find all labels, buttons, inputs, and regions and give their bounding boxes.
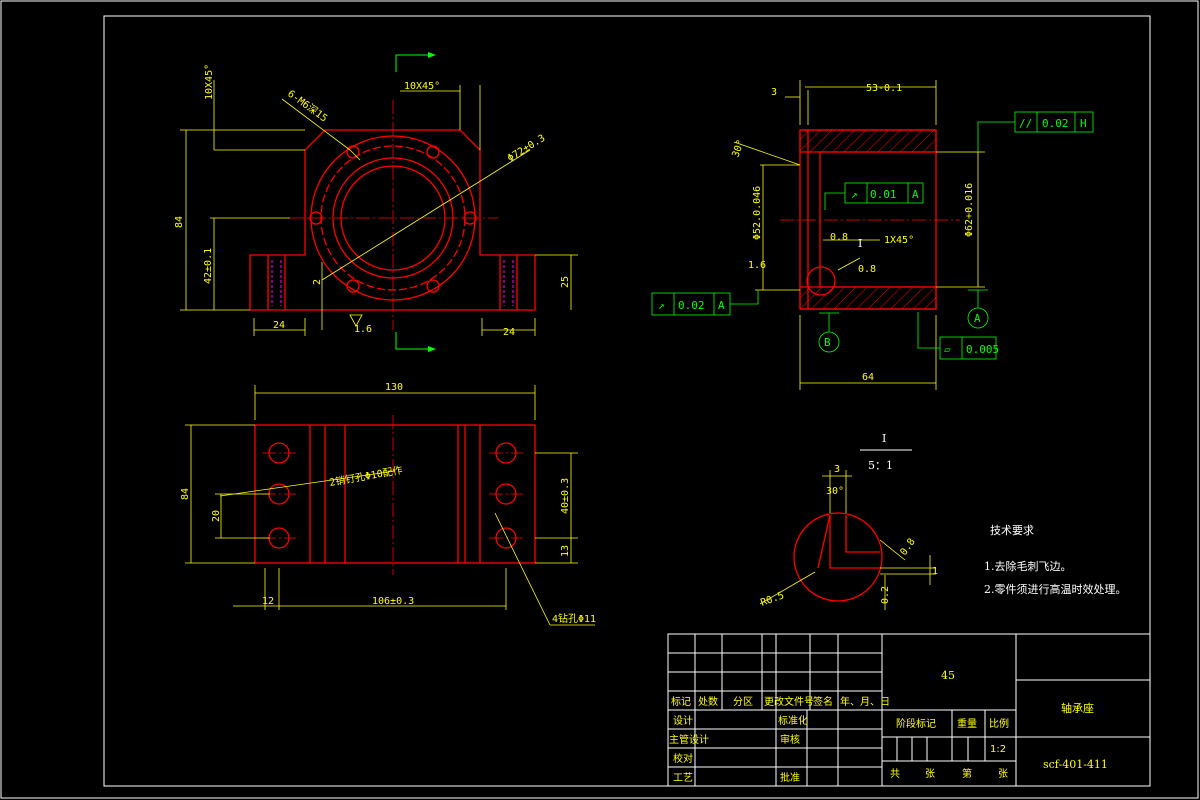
lbl-mark: 标记: [671, 696, 691, 708]
lbl-change-doc: 更改文件号: [764, 695, 814, 708]
lbl-sheet: 张: [998, 768, 1008, 780]
datum-a-circle: A: [974, 312, 981, 325]
tech-req-item-2: 2.零件须进行高温时效处理。: [984, 582, 1127, 596]
lbl-chief: 主管设计: [669, 733, 709, 746]
width-12-label: 12: [262, 596, 274, 607]
part-name: 轴承座: [1061, 701, 1094, 715]
height-25-label: 25: [560, 276, 571, 288]
lbl-process: 工艺: [673, 772, 693, 784]
projection-arrow-top: [395, 54, 428, 350]
detail-angle-30: 30°: [826, 486, 844, 497]
roughness-08-a: 0.8: [830, 232, 848, 243]
scale-value: 1:2: [990, 744, 1006, 755]
tech-req-title: 技术要求: [990, 524, 1034, 537]
lbl-standardize: 标准化: [778, 714, 808, 727]
height-40-label: 40±0.3: [560, 478, 571, 514]
detail-dim-02: 0.2: [880, 586, 891, 604]
width-3-label: 3: [771, 87, 777, 98]
plan-height-84: 84: [180, 488, 191, 500]
chamfer-1x45: 1X45°: [884, 235, 914, 246]
detail-radius: R0.5: [759, 590, 785, 609]
width-106-label: 106±0.3: [372, 596, 414, 607]
width-24-left: 24: [273, 320, 285, 331]
drill-holes-label: 4钻孔Φ11: [552, 612, 596, 625]
width-130-label: 130: [385, 382, 403, 393]
plan-view: [185, 385, 595, 626]
width-64-label: 64: [862, 372, 874, 383]
detail-view: [759, 449, 936, 610]
dia-62-label: Φ62+0.016: [964, 183, 975, 237]
datum-h: H: [1080, 117, 1087, 130]
runout-tolerance: 0.01: [870, 188, 897, 201]
lbl-sign: 签名: [813, 695, 833, 708]
lbl-ratio: 比例: [989, 717, 1009, 730]
roughness-label: 1.6: [354, 324, 372, 335]
lbl-weight: 重量: [957, 717, 977, 730]
lbl-design: 设计: [673, 714, 693, 727]
detail-label: I: [882, 432, 886, 445]
parallel-icon: //: [1019, 117, 1032, 130]
lbl-zone: 分区: [733, 696, 753, 708]
lbl-count: 处数: [698, 695, 718, 708]
section-view: [651, 80, 1094, 390]
height-20-label: 20: [211, 510, 222, 522]
dia-52-label: Φ52.0.046: [752, 186, 763, 240]
datum-a-perp: A: [718, 299, 725, 312]
inner-border: [103, 15, 1151, 787]
section-view-text: 53-0.1 3 30° 0.02 H // 0.01 A ↗ Φ52.0.04…: [658, 83, 1087, 383]
height-84-label: 84: [174, 216, 185, 228]
lbl-sheets: 张: [925, 768, 935, 780]
angle-30-label: 30°: [730, 138, 747, 159]
chamfer-label: 10X45°: [404, 81, 440, 92]
tech-requirements: 技术要求 1.去除毛刺飞边。 2.零件须进行高温时效处理。: [984, 524, 1127, 596]
perp-tolerance: 0.02: [678, 299, 705, 312]
detail-scale: 5：1: [868, 459, 893, 472]
title-block: 45 轴承座 scf-401-411 1:2 标记 处数 分区 更改文件号 签名…: [667, 633, 1151, 787]
lbl-stage-mark: 阶段标记: [896, 717, 936, 730]
datum-b: B: [824, 336, 831, 349]
pin-holes-label: 2销钉孔Φ10配作: [328, 463, 403, 489]
detail-roughness: 0.8: [898, 537, 917, 558]
detail-ref-i: I: [858, 237, 862, 250]
lbl-approve: 批准: [780, 771, 800, 784]
datum-a-runout: A: [912, 188, 919, 201]
material: 45: [941, 669, 955, 682]
parallel-tolerance: 0.02: [1042, 117, 1069, 130]
roughness-16: 1.6: [748, 260, 766, 271]
plan-view-text: 130 84 20 2销钉孔Φ10配作 40±0.3 13 12 106±0.3…: [180, 382, 596, 625]
height-42-label: 42±0.1: [203, 248, 214, 284]
chamfer-label-vertical: 10X45°: [204, 64, 215, 100]
lbl-review: 审核: [780, 733, 800, 746]
detail-dim-1: 1: [932, 566, 938, 577]
lbl-date: 年、月、日: [840, 695, 890, 708]
tech-req-item-1: 1.去除毛刺飞边。: [984, 559, 1072, 573]
lbl-sheet-no: 第: [962, 767, 972, 780]
lbl-total: 共: [890, 768, 900, 780]
height-2-label: 2: [312, 279, 323, 285]
width-53-label: 53-0.1: [866, 83, 902, 94]
dia-label: Φ72±0.3: [506, 133, 548, 165]
runout-icon: ↗: [851, 188, 858, 201]
height-13-label: 13: [560, 545, 571, 557]
roughness-08-b: 0.8: [858, 264, 876, 275]
detail-view-text: I 5：1 3 30° 0.8 1 R0.5 0.2: [759, 432, 938, 609]
top-view: [180, 52, 578, 352]
perp-icon: ↗: [658, 299, 665, 312]
flatness-tolerance: 0.005: [966, 343, 999, 356]
drawing-number: scf-401-411: [1043, 758, 1108, 771]
lbl-check: 校对: [673, 752, 693, 765]
detail-dim-3: 3: [834, 464, 840, 475]
width-24-right: 24: [503, 327, 515, 338]
flatness-icon: ▱: [944, 343, 951, 356]
